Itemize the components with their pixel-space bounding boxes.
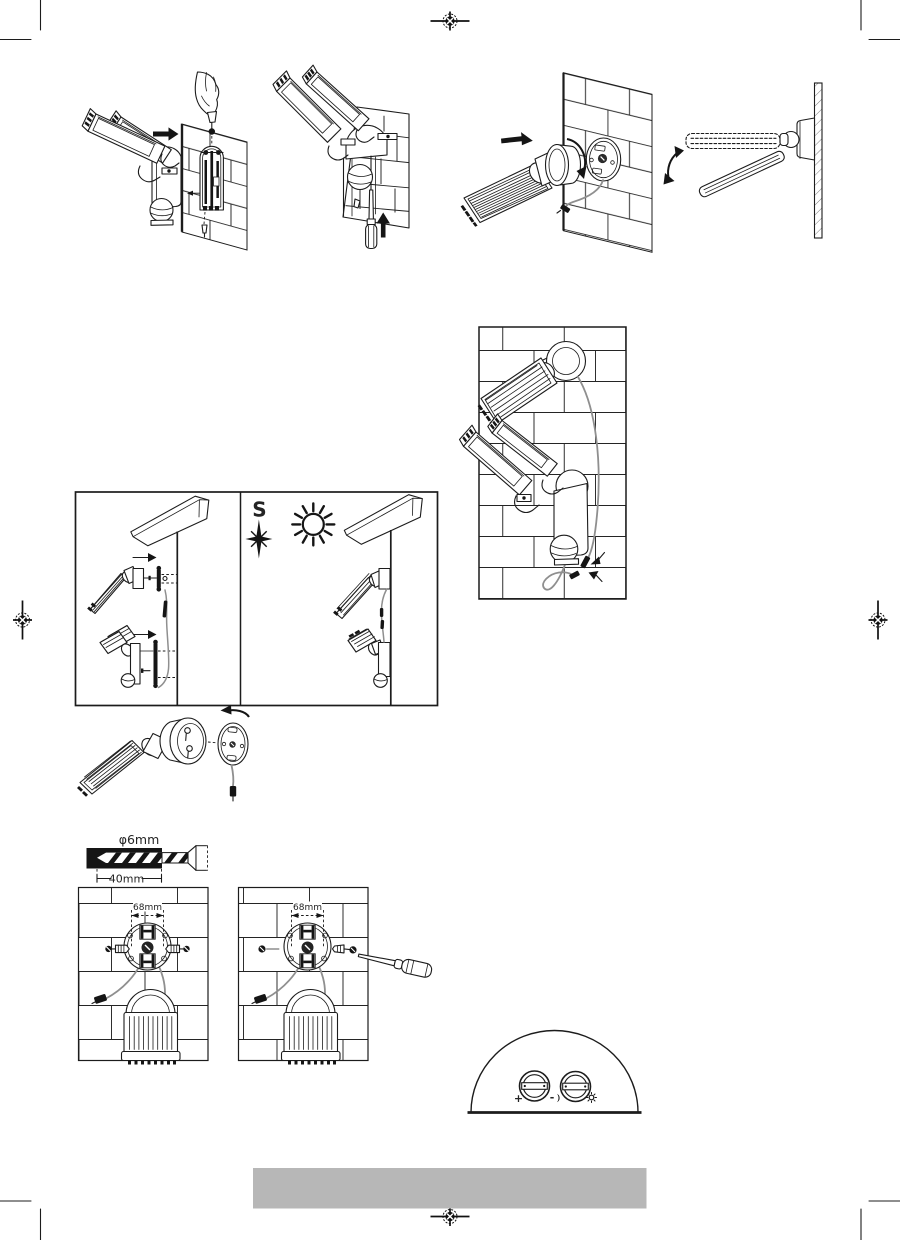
drill-diameter-label: φ6mm xyxy=(119,832,160,847)
solar-panel-tilted xyxy=(698,150,785,198)
mounting-panel-left xyxy=(87,495,210,706)
mounting-plate xyxy=(283,922,332,971)
solar-panel xyxy=(77,739,145,797)
mounting-panel-right: S xyxy=(245,494,423,706)
bayonet-connector xyxy=(528,143,582,187)
hole-spacing-label: 68mm xyxy=(293,903,322,913)
crop-mark-icon xyxy=(0,0,42,41)
security-light-mounted xyxy=(458,413,589,566)
figure-mounting-positions: S xyxy=(74,491,439,707)
cable-plug xyxy=(251,994,267,1005)
arrow-right-icon xyxy=(132,630,157,639)
figure-adjustment-dials: + - xyxy=(467,1029,642,1114)
bayonet-cup xyxy=(141,717,207,765)
crescent-moon-icon xyxy=(556,1093,560,1103)
arrow-right-icon xyxy=(153,127,179,141)
hand-with-screw-icon xyxy=(194,71,220,144)
dial-plus-label: + xyxy=(514,1092,523,1105)
hole-spacing-dimension: 68mm xyxy=(291,901,324,947)
registration-mark-icon xyxy=(12,599,33,641)
arrow-right-icon xyxy=(132,553,157,562)
panel-position-dashed xyxy=(685,132,781,150)
figure-drill-hole-size: φ6mm xyxy=(86,832,209,886)
screwdriver-icon xyxy=(357,953,433,978)
figure-mounting-plate-hole-spacing: 68mm xyxy=(77,886,209,1065)
compass-south-label: S xyxy=(252,498,266,522)
rotate-arrow-icon xyxy=(566,138,587,179)
solar-panel xyxy=(460,162,553,227)
cable-plug xyxy=(91,994,107,1005)
figure-hang-light-on-wall-bracket xyxy=(81,71,248,251)
mounting-plate xyxy=(123,922,172,971)
dial-minus-label: - xyxy=(550,1091,555,1104)
solar-unit-back xyxy=(280,989,341,1065)
crop-mark-icon xyxy=(860,0,900,41)
registration-mark-icon xyxy=(867,599,889,641)
security-light xyxy=(81,108,182,226)
sun-icon xyxy=(291,502,336,547)
solar-panel-mounted-small xyxy=(333,567,391,620)
floodlight-mounted-small xyxy=(347,628,391,688)
figure-attach-solar-panel-to-wall-plate xyxy=(460,72,653,253)
crop-mark-icon xyxy=(0,1200,42,1240)
cable-connection xyxy=(542,376,606,591)
hole-spacing-label: 68mm xyxy=(133,903,162,913)
screwdriver-icon xyxy=(365,189,378,250)
screw xyxy=(353,198,361,209)
registration-mark-icon xyxy=(429,10,471,32)
wall-mount xyxy=(779,117,816,161)
wall-post xyxy=(813,82,823,239)
floodlight-exploded xyxy=(99,624,177,689)
tilt-arrow-icon xyxy=(663,146,684,185)
hole-spacing-dimension: 68mm xyxy=(131,901,164,947)
figure-connect-cable-on-wall xyxy=(458,326,627,600)
solar-panel-mounted xyxy=(477,340,587,426)
figure-tilt-solar-panel xyxy=(663,82,823,239)
footer-caption-bar xyxy=(253,1168,647,1209)
inline-connector xyxy=(379,608,385,630)
dial-lux xyxy=(559,1070,592,1103)
solar-unit-back xyxy=(120,989,181,1065)
registration-mark-icon xyxy=(429,1206,471,1227)
wall-plug-screw-icon xyxy=(105,944,130,954)
figure-twist-lock-wall-plate xyxy=(77,705,250,802)
wall-plate xyxy=(207,722,249,766)
wall-plate xyxy=(585,137,622,182)
inline-connector xyxy=(162,600,168,618)
arrow-up-icon xyxy=(376,212,390,238)
rotate-arrow-icon xyxy=(220,705,250,718)
arrow-right-icon xyxy=(501,132,533,146)
compass-star-icon xyxy=(245,519,273,559)
wall-plug-screw-icon xyxy=(331,944,357,954)
crop-mark-icon xyxy=(860,1200,900,1240)
cable-plug xyxy=(556,179,604,214)
figure-screw-mounting-plate: 68mm xyxy=(237,886,433,1065)
drill-bit-icon xyxy=(86,845,209,871)
sensor-dome xyxy=(470,1029,639,1113)
dial-time xyxy=(518,1070,551,1102)
sun-small-icon xyxy=(586,1092,597,1103)
figure-secure-light-with-screwdriver xyxy=(272,64,410,250)
solar-panel-exploded xyxy=(87,565,177,615)
wall-plug-screw-icon xyxy=(165,944,190,954)
depth-dimension: 40mm xyxy=(96,869,163,886)
wall-bracket xyxy=(187,145,224,238)
drill-depth-label: 40mm xyxy=(109,873,144,886)
cable-plug xyxy=(229,764,237,802)
screw-head xyxy=(258,945,280,953)
